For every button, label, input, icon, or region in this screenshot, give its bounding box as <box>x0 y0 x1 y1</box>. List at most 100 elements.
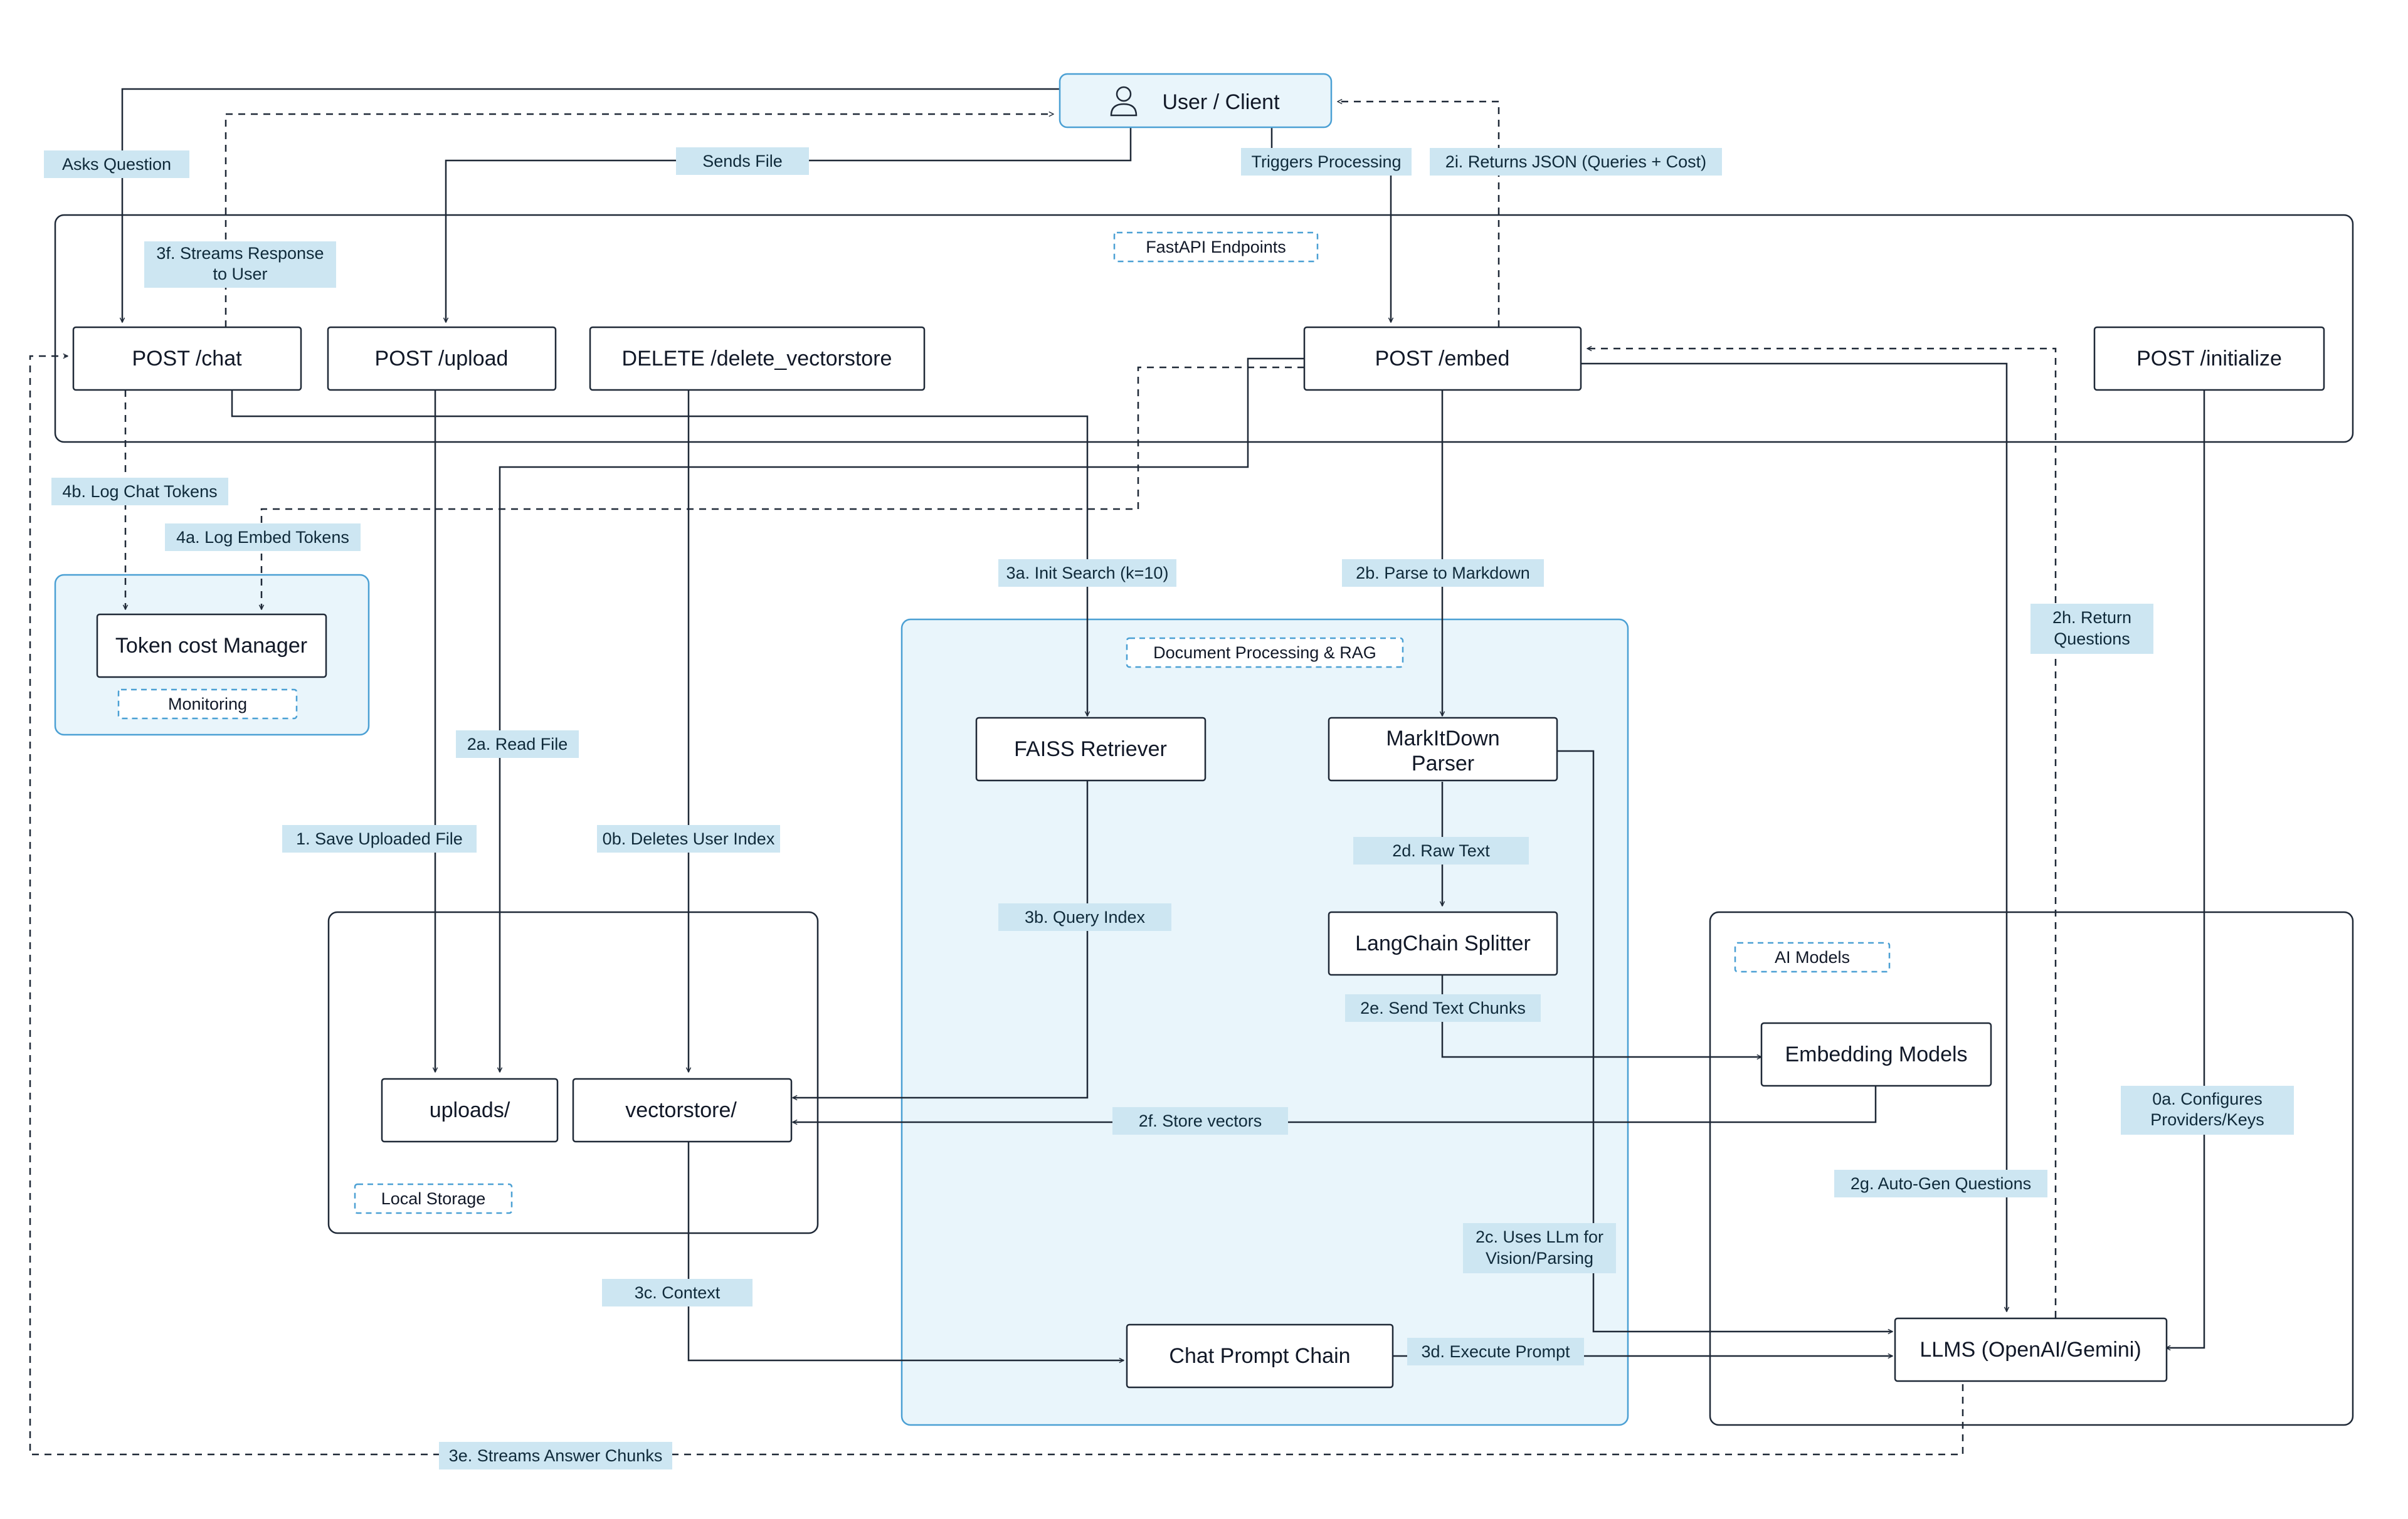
edge-configures <box>2166 390 2205 1348</box>
svg-text:3d. Execute Prompt: 3d. Execute Prompt <box>1421 1342 1570 1361</box>
embedding-models-label: Embedding Models <box>1785 1043 1967 1066</box>
svg-text:2a. Read File: 2a. Read File <box>467 735 568 754</box>
node-post-initialize[interactable]: POST /initialize <box>2093 326 2325 391</box>
label-init-search: 3a. Init Search (k=10) <box>998 559 1176 587</box>
node-uploads[interactable]: uploads/ <box>381 1078 559 1143</box>
group-doc-processing-label: Document Processing & RAG <box>1153 643 1376 662</box>
edge-return-questions <box>1587 349 2057 1318</box>
markitdown-label-line2: Parser <box>1412 752 1474 775</box>
node-post-chat[interactable]: POST /chat <box>72 326 302 391</box>
svg-text:2h. Return: 2h. Return <box>2052 608 2131 627</box>
node-embedding-models[interactable]: Embedding Models <box>1760 1022 1992 1087</box>
label-streams-response: 3f. Streams Response to User <box>144 241 336 288</box>
label-sends-file: Sends File <box>676 147 809 175</box>
svg-text:4b. Log Chat Tokens: 4b. Log Chat Tokens <box>62 482 217 501</box>
svg-text:Questions: Questions <box>2054 629 2130 648</box>
svg-text:3b. Query Index: 3b. Query Index <box>1025 908 1146 927</box>
user-icon <box>1110 86 1138 117</box>
node-langchain-splitter[interactable]: LangChain Splitter <box>1328 911 1558 976</box>
node-llms[interactable]: LLMS (OpenAI/Gemini) <box>1894 1317 2168 1382</box>
edge-read-file <box>500 357 1304 1072</box>
label-log-chat: 4b. Log Chat Tokens <box>51 478 228 505</box>
edge-labels: Asks Question Sends File Triggers Proces… <box>44 147 2294 1469</box>
svg-text:2f. Store vectors: 2f. Store vectors <box>1139 1112 1262 1130</box>
svg-text:Triggers Processing: Triggers Processing <box>1251 152 1401 171</box>
label-auto-gen: 2g. Auto-Gen Questions <box>1834 1170 2047 1197</box>
group-ai-models-label: AI Models <box>1775 948 1850 967</box>
svg-text:3a. Init Search (k=10): 3a. Init Search (k=10) <box>1006 564 1169 582</box>
post-embed-label: POST /embed <box>1375 347 1510 371</box>
svg-text:0b. Deletes User Index: 0b. Deletes User Index <box>603 829 775 848</box>
label-execute: 3d. Execute Prompt <box>1407 1338 1584 1365</box>
delete-vectorstore-label: DELETE /delete_vectorstore <box>622 347 892 371</box>
label-raw-text: 2d. Raw Text <box>1353 837 1529 865</box>
node-markitdown-parser[interactable]: MarkItDown Parser <box>1328 717 1558 782</box>
edge-auto-gen <box>1581 362 2007 1311</box>
svg-text:Asks Question: Asks Question <box>62 155 171 174</box>
svg-text:0a. Configures: 0a. Configures <box>2152 1090 2263 1108</box>
edge-streams-answer <box>29 356 1964 1456</box>
group-fastapi: FastAPI Endpoints <box>54 214 2354 443</box>
node-faiss-retriever[interactable]: FAISS Retriever <box>975 717 1207 782</box>
node-chat-prompt-chain[interactable]: Chat Prompt Chain <box>1126 1323 1394 1389</box>
edge-context <box>687 1141 1124 1360</box>
edge-asks-question <box>122 88 1060 322</box>
langchain-splitter-label: LangChain Splitter <box>1355 932 1531 955</box>
svg-text:2b. Parse to Markdown: 2b. Parse to Markdown <box>1356 564 1530 582</box>
svg-text:Sends File: Sends File <box>702 152 783 171</box>
group-monitoring-label: Monitoring <box>168 695 247 713</box>
svg-text:2c. Uses LLm for: 2c. Uses LLm for <box>1476 1227 1603 1246</box>
node-delete-vectorstore[interactable]: DELETE /delete_vectorstore <box>589 326 926 391</box>
svg-text:4a. Log Embed Tokens: 4a. Log Embed Tokens <box>176 528 349 547</box>
markitdown-label-line1: MarkItDown <box>1386 727 1499 750</box>
node-vectorstore[interactable]: vectorstore/ <box>572 1078 793 1143</box>
label-deletes-index: 0b. Deletes User Index <box>597 825 780 853</box>
edge-returns-json <box>1338 102 1500 327</box>
label-store-vectors: 2f. Store vectors <box>1112 1107 1288 1135</box>
label-asks-question: Asks Question <box>44 150 189 178</box>
label-uses-llm: 2c. Uses LLm for Vision/Parsing <box>1463 1223 1616 1273</box>
label-triggers: Triggers Processing <box>1241 148 1412 176</box>
vectorstore-label: vectorstore/ <box>625 1098 737 1122</box>
svg-text:2i. Returns JSON (Queries + Co: 2i. Returns JSON (Queries + Cost) <box>1445 152 1706 171</box>
node-token-cost-manager[interactable]: Token cost Manager <box>96 613 327 678</box>
svg-text:3c. Context: 3c. Context <box>635 1283 721 1302</box>
svg-text:3f. Streams Response: 3f. Streams Response <box>156 244 324 263</box>
label-read-file: 2a. Read File <box>456 730 579 758</box>
svg-text:Providers/Keys: Providers/Keys <box>2150 1110 2264 1129</box>
post-initialize-label: POST /initialize <box>2136 347 2282 371</box>
chat-prompt-chain-label: Chat Prompt Chain <box>1169 1344 1350 1368</box>
label-context: 3c. Context <box>602 1279 752 1306</box>
group-doc-processing: Document Processing & RAG <box>900 618 1629 1426</box>
svg-text:Vision/Parsing: Vision/Parsing <box>1486 1249 1593 1268</box>
node-post-embed[interactable]: POST /embed <box>1303 326 1582 391</box>
label-returns-json: 2i. Returns JSON (Queries + Cost) <box>1430 148 1722 176</box>
group-fastapi-label: FastAPI Endpoints <box>1146 238 1286 256</box>
label-query-index: 3b. Query Index <box>998 903 1171 931</box>
svg-text:2g. Auto-Gen Questions: 2g. Auto-Gen Questions <box>1851 1174 2031 1193</box>
node-user-client[interactable]: User / Client <box>1059 73 1333 129</box>
user-client-label: User / Client <box>1162 90 1280 114</box>
faiss-retriever-label: FAISS Retriever <box>1014 737 1167 761</box>
label-configures: 0a. Configures Providers/Keys <box>2121 1086 2294 1135</box>
svg-text:1. Save Uploaded File: 1. Save Uploaded File <box>296 829 463 848</box>
label-streams-answer: 3e. Streams Answer Chunks <box>439 1442 672 1469</box>
group-local-storage-label: Local Storage <box>381 1189 486 1208</box>
llms-label: LLMS (OpenAI/Gemini) <box>1920 1338 2141 1362</box>
uploads-label: uploads/ <box>430 1098 510 1122</box>
svg-text:2e. Send Text Chunks: 2e. Send Text Chunks <box>1360 999 1526 1017</box>
node-post-upload[interactable]: POST /upload <box>327 326 557 391</box>
svg-text:2d. Raw Text: 2d. Raw Text <box>1392 841 1490 860</box>
label-save-file: 1. Save Uploaded File <box>282 825 477 853</box>
svg-text:3e. Streams Answer Chunks: 3e. Streams Answer Chunks <box>449 1446 663 1465</box>
edge-streams-response <box>224 114 1054 327</box>
edges-solid <box>122 88 2205 1360</box>
edge-uses-llm <box>1554 750 1893 1332</box>
label-send-chunks: 2e. Send Text Chunks <box>1345 994 1541 1022</box>
label-log-embed: 4a. Log Embed Tokens <box>165 523 361 551</box>
group-local-storage: Local Storage <box>327 911 819 1234</box>
label-parse-md: 2b. Parse to Markdown <box>1342 559 1544 587</box>
token-cost-manager-label: Token cost Manager <box>115 634 307 658</box>
